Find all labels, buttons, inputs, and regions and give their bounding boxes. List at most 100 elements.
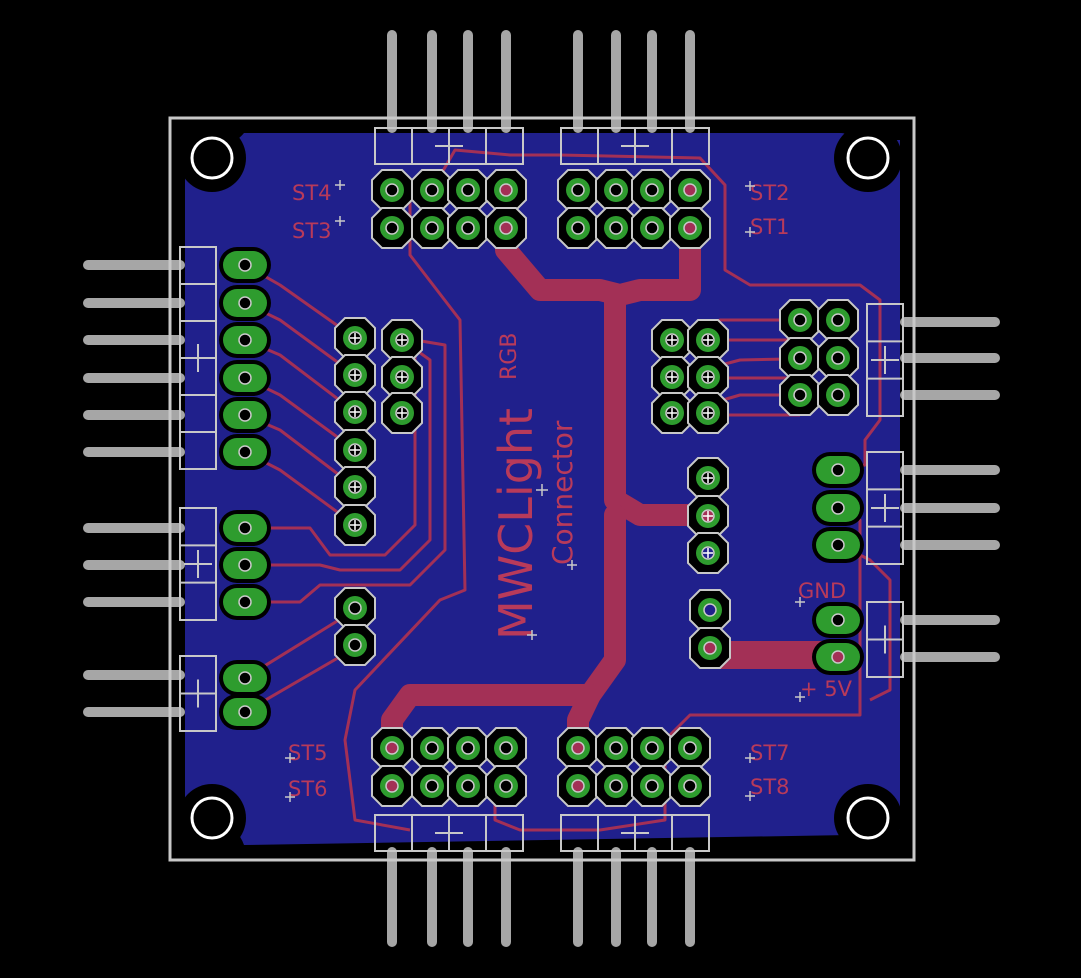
pad: [689, 589, 731, 631]
pad: [557, 169, 599, 211]
pad: [812, 527, 864, 563]
pad: [687, 319, 729, 361]
pad: [381, 356, 423, 398]
pad: [812, 602, 864, 638]
pad: [219, 510, 271, 546]
mounting-holes: [178, 124, 902, 852]
st4-label: ST4: [292, 181, 332, 205]
board-outline: [168, 116, 916, 862]
pad: [334, 587, 376, 629]
subtitle-label: Connector: [546, 420, 579, 565]
pad: [334, 504, 376, 546]
pad: [334, 429, 376, 471]
pad: [595, 765, 637, 807]
st1-label: ST1: [750, 215, 790, 239]
pad: [381, 319, 423, 361]
pad: [219, 247, 271, 283]
pad: [687, 356, 729, 398]
pad: [334, 391, 376, 433]
pad: [485, 207, 527, 249]
pad: [595, 727, 637, 769]
pad: [219, 547, 271, 583]
st2-label: ST2: [750, 181, 790, 205]
mounting-hole-bottom-right: [834, 784, 902, 852]
pad: [651, 319, 693, 361]
pad: [669, 169, 711, 211]
pad: [687, 532, 729, 574]
pad: [595, 169, 637, 211]
pad: [485, 169, 527, 211]
pad: [381, 392, 423, 434]
pad: [595, 207, 637, 249]
header-outlines: [179, 127, 904, 852]
pad: [411, 169, 453, 211]
mounting-hole-top-right: [834, 124, 902, 192]
origin-markers: [285, 180, 805, 802]
pad: [651, 356, 693, 398]
pad: [334, 466, 376, 508]
pad: [219, 322, 271, 358]
pad: [447, 727, 489, 769]
pad: [219, 660, 271, 696]
header-body: [179, 507, 217, 621]
title-label: MWCLight: [489, 408, 543, 640]
pad: [812, 639, 864, 675]
pad: [687, 457, 729, 499]
header-body: [866, 451, 904, 565]
pad: [411, 207, 453, 249]
pad: [631, 765, 673, 807]
pad: [557, 765, 599, 807]
pad: [334, 317, 376, 359]
pad: [631, 727, 673, 769]
pad: [812, 452, 864, 488]
gnd-label: GND: [798, 579, 846, 603]
pad: [411, 727, 453, 769]
pad: [631, 169, 673, 211]
pad: [219, 397, 271, 433]
pad: [817, 299, 859, 341]
pad: [447, 765, 489, 807]
vcc-label: + 5V: [800, 677, 853, 701]
pad: [334, 354, 376, 396]
pad: [689, 627, 731, 669]
pad: [447, 169, 489, 211]
pad: [219, 360, 271, 396]
pad: [817, 374, 859, 416]
mounting-hole-bottom-left: [178, 784, 246, 852]
pad: [485, 727, 527, 769]
rgb-label: RGB: [497, 333, 522, 380]
pad: [447, 207, 489, 249]
pad: [687, 392, 729, 434]
st7-label: ST7: [750, 741, 790, 765]
pad: [817, 337, 859, 379]
pad: [371, 765, 413, 807]
pads: [219, 169, 864, 807]
pad: [669, 765, 711, 807]
pad: [812, 490, 864, 526]
pad: [651, 392, 693, 434]
st3-label: ST3: [292, 219, 332, 243]
pad: [779, 374, 821, 416]
pad: [557, 207, 599, 249]
header-body: [866, 303, 904, 417]
pad: [779, 299, 821, 341]
pad: [411, 765, 453, 807]
st5-label: ST5: [288, 741, 328, 765]
pad: [485, 765, 527, 807]
pad: [219, 694, 271, 730]
pad: [687, 495, 729, 537]
pad: [557, 727, 599, 769]
pad: [219, 434, 271, 470]
pad: [219, 285, 271, 321]
pad: [669, 207, 711, 249]
st8-label: ST8: [750, 775, 790, 799]
pad: [669, 727, 711, 769]
mounting-hole-top-left: [178, 124, 246, 192]
pad: [779, 337, 821, 379]
pad: [631, 207, 673, 249]
pad: [371, 727, 413, 769]
pad: [371, 207, 413, 249]
pad: [219, 584, 271, 620]
header-pins: [83, 30, 1000, 947]
